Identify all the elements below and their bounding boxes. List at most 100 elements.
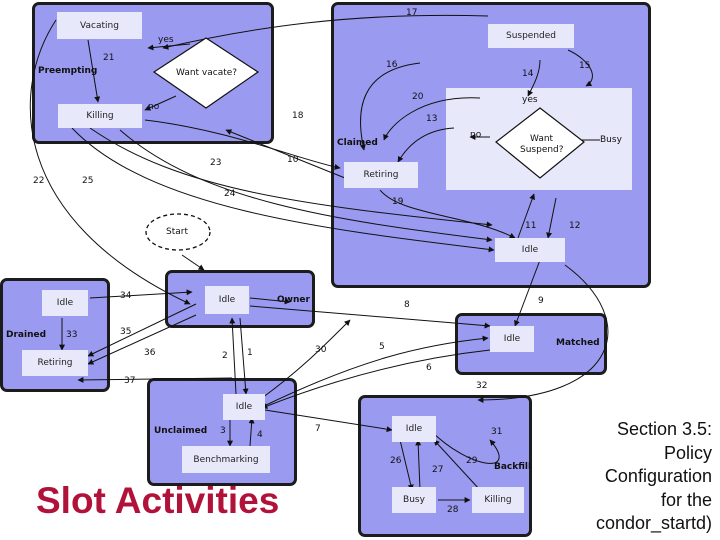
arrow-35 (87, 303, 197, 357)
transition-34: 34 (120, 291, 132, 301)
busy-backfill-box: Busy (392, 487, 436, 513)
arrow-want-vacate-yes (147, 43, 191, 51)
transition-12: 12 (569, 221, 581, 231)
yes-vacate-label: yes (158, 35, 174, 45)
idle-claimed-box: Idle (495, 238, 565, 262)
arrow-6 (261, 349, 491, 409)
transition-24: 24 (224, 189, 236, 199)
transition-23: 23 (210, 158, 222, 168)
transition-2: 2 (222, 351, 228, 361)
transition-22: 22 (33, 176, 45, 186)
transition-31: 31 (491, 427, 503, 437)
preempting-label: Preempting (38, 66, 98, 76)
arrow-owner-busy (249, 297, 291, 305)
arrow-1 (239, 317, 249, 395)
benchmarking-box: Benchmarking (182, 446, 270, 473)
transition-25: 25 (82, 176, 94, 186)
arrow-want-vacate-no (144, 95, 177, 111)
arrow-34 (89, 289, 193, 299)
transition-13: 13 (426, 114, 438, 124)
section-note-line-4: for the (660, 489, 712, 510)
no-vacate-label: no (148, 102, 160, 112)
transition-32: 32 (476, 381, 488, 391)
transition-36: 36 (144, 348, 156, 358)
transition-27: 27 (432, 465, 444, 475)
start-ellipse (145, 213, 211, 251)
transition-10: 10 (287, 155, 299, 165)
start-label: Start (166, 227, 188, 237)
arrow-22 (29, 19, 191, 305)
arrow-15 (567, 49, 593, 87)
want-suspend-diamond (495, 107, 585, 179)
busy-label: Busy (600, 135, 622, 145)
killing-backfill-box: Killing (472, 487, 524, 513)
transition-20: 20 (412, 92, 424, 102)
vacating-box: Vacating (57, 12, 142, 39)
want-vacate-label: Want vacate? (176, 68, 238, 78)
retiring-claimed-box: Retiring (344, 162, 418, 188)
arrow-37 (77, 376, 233, 383)
transition-26: 26 (390, 456, 402, 466)
arrow-18 (144, 119, 341, 170)
arrow-19 (379, 189, 516, 239)
transition-14: 14 (522, 69, 534, 79)
section-note-line-1: Section 3.5: (616, 419, 712, 439)
transition-5: 5 (379, 342, 385, 352)
idle-backfill-box: Idle (392, 416, 436, 442)
want-suspend-label-2: Suspend? (520, 145, 564, 155)
retiring-drained-box: Retiring (22, 350, 88, 376)
arrow-2 (229, 317, 237, 395)
idle-owner-box: Idle (205, 286, 249, 314)
arrow-21 (87, 39, 101, 103)
arrow-13 (397, 127, 455, 163)
transition-11: 11 (525, 221, 537, 231)
section-note-line-3: Configuration (604, 466, 712, 486)
transition-29: 29 (466, 456, 478, 466)
backfill-label: Backfill (494, 462, 532, 472)
idle-matched-box: Idle (490, 326, 534, 352)
arrow-27 (415, 439, 422, 491)
backfill-state-region (358, 395, 532, 537)
transition-6: 6 (426, 363, 432, 373)
claimed-label: Claimed (337, 138, 378, 148)
arrow-14 (527, 59, 541, 97)
arrow-4 (248, 417, 255, 447)
want-suspend-label-1: Want (530, 134, 554, 144)
yes-suspend-label: yes (522, 95, 538, 105)
arrow-7 (264, 409, 393, 433)
transition-17: 17 (406, 8, 418, 18)
no-suspend-label: no (470, 130, 482, 140)
arrow-5 (263, 335, 489, 407)
transition-1: 1 (247, 348, 253, 358)
transition-35: 35 (120, 327, 132, 337)
transition-28: 28 (447, 505, 459, 515)
transition-3: 3 (220, 426, 226, 436)
arrow-30 (261, 319, 351, 399)
arrow-start (181, 254, 205, 271)
slide-title: Slot Activities (36, 480, 280, 521)
arrow-26 (399, 439, 414, 491)
transition-7: 7 (315, 424, 321, 434)
arrow-16 (359, 62, 421, 151)
section-note: Section 3.5: Policy Configuration for th… (572, 418, 712, 536)
transition-15: 15 (579, 61, 591, 71)
transition-30: 30 (315, 345, 327, 355)
arrow-9 (514, 259, 541, 327)
arrow-36 (87, 314, 197, 365)
owner-label: Owner (277, 295, 310, 305)
arrow-10 (225, 129, 346, 179)
arrow-24 (119, 129, 493, 243)
transition-21: 21 (103, 53, 115, 63)
transition-4: 4 (257, 430, 263, 440)
arrow-12 (546, 197, 557, 239)
arrow-11 (517, 193, 535, 239)
transition-16: 16 (386, 60, 398, 70)
transition-19: 19 (392, 197, 404, 207)
idle-drained-box: Idle (42, 290, 88, 316)
drained-label: Drained (6, 330, 47, 340)
arrow-20 (383, 97, 481, 141)
suspended-box: Suspended (488, 24, 574, 48)
arrow-29 (433, 439, 481, 491)
arrow-17 (162, 14, 489, 50)
